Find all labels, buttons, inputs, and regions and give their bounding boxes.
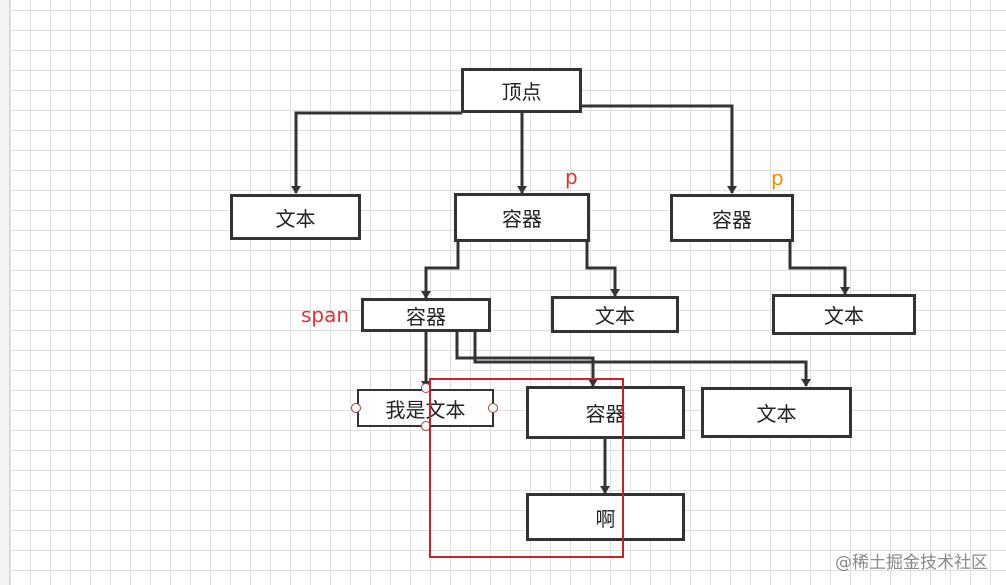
node-l4-text[interactable]: 啊: [526, 493, 685, 541]
node-l1-container-right-label: 容器: [712, 207, 752, 232]
node-l1-container-mid[interactable]: 容器: [454, 193, 590, 242]
node-l4-text-label: 啊: [595, 506, 616, 531]
node-l2-container-span-label: 容器: [406, 304, 446, 329]
edge-container-right-to-text: [788, 242, 850, 295]
node-l3-text-label: 文本: [756, 402, 797, 426]
edge-span-to-text: [473, 332, 811, 387]
node-l3-container[interactable]: 容器: [526, 386, 685, 439]
node-l3-text[interactable]: 文本: [701, 387, 852, 438]
node-l3-container-label: 容器: [585, 402, 626, 426]
highlight-frame: [429, 378, 624, 558]
selection-handle-right[interactable]: [488, 403, 498, 413]
node-l2-text-right[interactable]: 文本: [772, 294, 916, 335]
node-l2-container-span[interactable]: 容器: [361, 298, 491, 332]
edge-container-mid-to-span: [421, 242, 460, 299]
node-l2-text-mid-label: 文本: [595, 304, 635, 328]
node-top[interactable]: 顶点: [461, 68, 582, 113]
edge-span-to-container: [455, 332, 598, 387]
node-l2-text-mid[interactable]: 文本: [551, 296, 679, 333]
tag-p-mid: p: [565, 165, 578, 189]
edge-top-to-container-right: [582, 104, 737, 194]
selection-handle-left[interactable]: [351, 403, 361, 413]
tag-span: span: [301, 303, 350, 327]
node-top-label: 顶点: [501, 80, 542, 104]
edge-container-mid-to-text: [585, 242, 620, 297]
node-l1-container-right[interactable]: 容器: [670, 194, 794, 242]
node-l3-text-selected-label: 我是文本: [385, 397, 466, 422]
edge-top-to-text: [291, 111, 462, 194]
canvas-left-rule: [0, 0, 10, 585]
tag-p-right: p: [771, 166, 784, 190]
node-l1-container-mid-label: 容器: [502, 207, 542, 231]
node-l1-text[interactable]: 文本: [230, 194, 361, 240]
node-l1-text-label: 文本: [275, 206, 316, 231]
node-l2-text-right-label: 文本: [824, 304, 864, 328]
watermark: @稀土掘金技术社区: [835, 553, 988, 573]
